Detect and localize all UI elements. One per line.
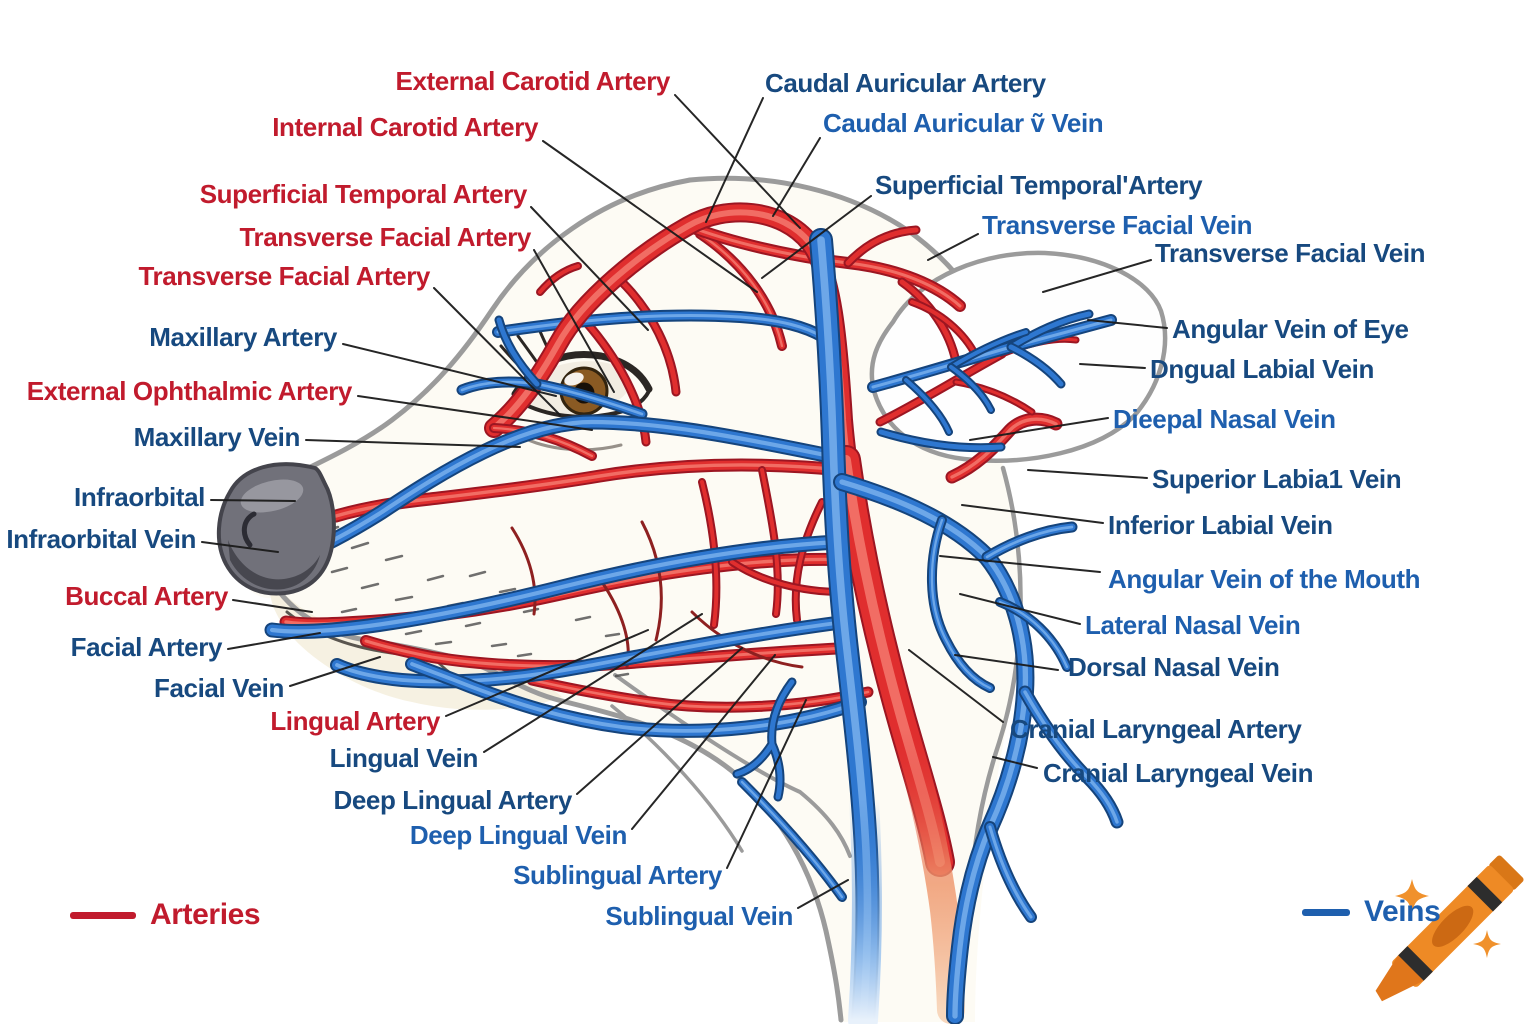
leader-line [483,613,703,753]
leader-line [445,629,649,717]
legend-arteries-label: Arteries [150,898,261,931]
leader-line [542,140,758,293]
label-superior-labia1-vein: Superior Labia1 Vein [1152,464,1402,494]
leader-line [201,541,279,553]
label-deep-lingual-artery: Deep Lingual Artery [333,785,573,815]
label-angular-vein-of-eye: Angular Vein of Eye [1172,314,1409,344]
label-dngual-labial-vein: Dngual Labial Vein [1150,354,1374,384]
crayon-icon [1375,855,1524,1002]
leader-line [969,417,1109,441]
leader-line [1042,259,1152,293]
label-caudal-auricular-artery: Caudal Auricular Artery [765,68,1046,98]
label-maxillary-artery: Maxillary Artery [149,322,337,352]
leader-line [961,504,1104,524]
leader-line [992,756,1038,769]
leader-line [772,137,821,217]
leader-line [576,647,743,795]
leader-line [797,879,849,909]
label-infraorbital-vein: Infraorbital Vein [6,524,196,554]
label-external-carotid-artery: External Carotid Artery [395,66,671,96]
vein-color-swatch [1302,908,1350,916]
legend-veins: Veins [1302,895,1441,929]
leader-line [533,249,615,393]
label-facial-vein: Facial Vein [153,673,284,703]
label-superficial-temporal-artery: Superficial Temporal'Artery [875,170,1203,200]
legend-arteries: Arteries [70,898,261,932]
leader-line [939,555,1101,573]
label-dieepal-nasal-vein: Dieepal Nasal Vein [1113,404,1336,434]
label-inferior-labial-vein: Inferior Labial Vein [1108,510,1333,540]
leader-line [927,233,979,261]
leader-line [1079,363,1146,369]
label-external-ophthalmic-artery: External Ophthalmic Artery [26,376,353,406]
label-infraorbital: Infraorbital [74,482,205,512]
leader-line [342,343,557,397]
label-sublingual-artery: Sublingual Artery [513,860,722,890]
label-maxillary-vein: Maxillary Vein [133,422,301,452]
label-sublingual-vein: Sublingual Vein [605,901,793,931]
leader-line [227,632,321,650]
sparkle-icon [1395,879,1429,913]
legend-veins-label: Veins [1364,895,1441,928]
leader-line [530,206,649,331]
label-lingual-vein: Lingual Vein [329,743,479,773]
label-buccal-artery: Buccal Artery [65,581,228,611]
label-lateral-nasal-vein: Lateral Nasal Vein [1085,610,1301,640]
label-dorsal-nasal-vein: Dorsal Nasal Vein [1068,652,1280,682]
label-superficial-temporal-artery: Superficial Temporal Artery [199,179,528,209]
label-angular-vein-of-the-mouth: Angular Vein of the Mouth [1108,564,1421,594]
leader-line [1087,319,1168,329]
leader-line [210,499,296,502]
label-deep-lingual-vein: Deep Lingual Vein [409,820,628,850]
leader-line [1027,469,1148,479]
label-internal-carotid-artery: Internal Carotid Artery [272,112,538,142]
label-transverse-facial-artery: Transverse Facial Artery [239,222,531,252]
vessel-layer [264,202,1124,1024]
leader-line [705,97,764,223]
leader-line [433,287,561,416]
leader-line [232,599,313,613]
label-transverse-facial-artery: Transverse Facial Artery [138,261,430,291]
label-facial-artery: Facial Artery [70,632,223,662]
artery-color-swatch [70,911,136,919]
label-cranial-laryngeal-artery: Cranial Laryngeal Artery [1010,714,1302,744]
label-caudal-auricular-vein: Caudal Auricular ṽ Vein [823,108,1104,138]
leader-line [908,649,1004,723]
leader-line [954,654,1059,671]
leader-line [726,699,807,869]
label-cranial-laryngeal-vein: Cranial Laryngeal Vein [1043,758,1314,788]
leader-line [305,439,521,448]
leader-line [357,395,593,431]
leader-lines [201,94,1168,909]
label-lingual-artery: Lingual Artery [270,706,440,736]
sparkle-icon [1473,930,1501,958]
leader-line [289,656,381,687]
leader-line [959,593,1081,625]
leader-line [761,195,872,279]
label-transverse-facial-vein: Transverse Facial Vein [1155,238,1426,268]
leader-line [631,654,776,830]
dog-nose [216,462,336,596]
label-transverse-facial-vein: Transverse Facial Vein [982,210,1253,240]
